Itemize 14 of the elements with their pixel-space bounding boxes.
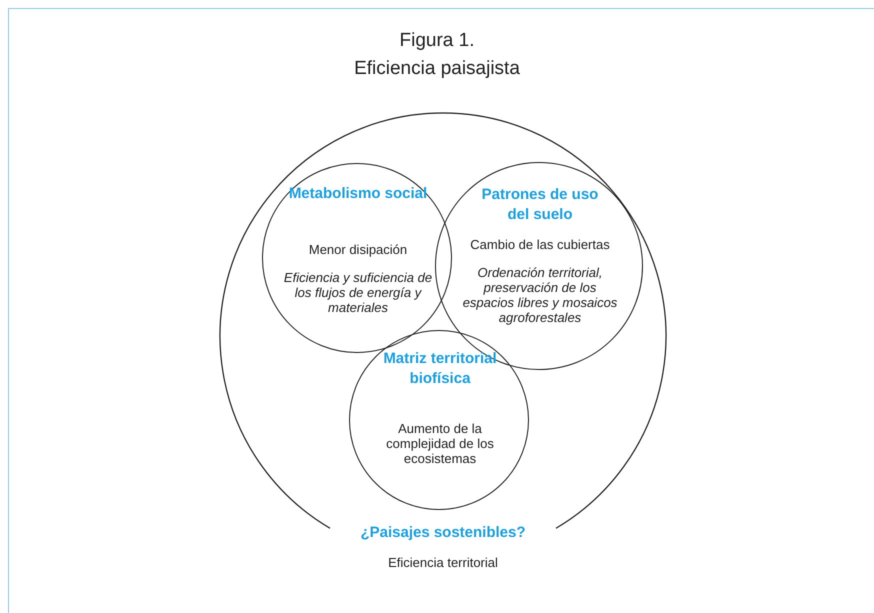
circle-text: Ordenación territorial, preservación de los espacios libres y mosaicos agroforestales bbox=[462, 265, 618, 325]
circle-text: Cambio de las cubiertas bbox=[469, 237, 611, 252]
circle-text: Aumento de la complejidad de los ecosistemas bbox=[385, 421, 495, 466]
circle-heading: Matriz territorial biofísica bbox=[382, 349, 498, 389]
circle-heading: Metabolismo social bbox=[288, 184, 428, 204]
circle-heading: Patrones de uso del suelo bbox=[480, 185, 600, 225]
circle bbox=[262, 163, 452, 353]
circle-text: Menor disipación bbox=[308, 242, 408, 257]
diagram-heading: ¿Paisajes sostenibles? bbox=[359, 523, 527, 543]
circle-text: Eficiencia y suficiencia de los flujos de energía y materiales bbox=[283, 270, 433, 315]
figure-title: Figura 1. bbox=[398, 30, 476, 52]
diagram-text: Eficiencia territorial bbox=[387, 555, 499, 570]
figure-subtitle: Eficiencia paisajista bbox=[353, 58, 521, 80]
circle bbox=[349, 330, 529, 510]
